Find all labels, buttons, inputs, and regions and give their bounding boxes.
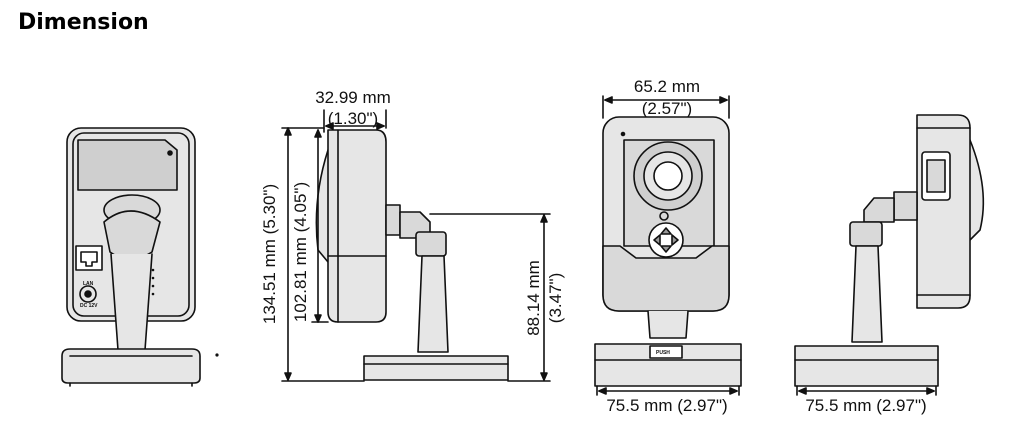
front-view (594, 95, 742, 396)
base-width-side-label: 75.5 mm (2.97") (805, 396, 926, 415)
stand-height-inch-label: (3.47") (546, 273, 565, 323)
back-view (61, 127, 219, 387)
body-height-label: 102.81 mm (4.05") (291, 182, 310, 322)
dc-label: DC 12V (80, 303, 98, 309)
page-title: Dimension (18, 10, 149, 35)
lan-label: LAN (83, 281, 94, 287)
side-depth-label: 32.99 mm (315, 88, 391, 107)
push-label: PUSH (656, 350, 670, 356)
front-width-inch-label: (2.57") (642, 99, 692, 118)
side-view-left (281, 109, 551, 382)
stand-height-label: 88.14 mm (524, 260, 543, 336)
side-depth-inch-label: (1.30") (328, 109, 378, 128)
side-view-right (794, 114, 985, 396)
total-height-label: 134.51 mm (5.30") (260, 184, 279, 324)
front-width-label: 65.2 mm (634, 77, 700, 96)
base-width-front-label: 75.5 mm (2.97") (606, 396, 727, 415)
